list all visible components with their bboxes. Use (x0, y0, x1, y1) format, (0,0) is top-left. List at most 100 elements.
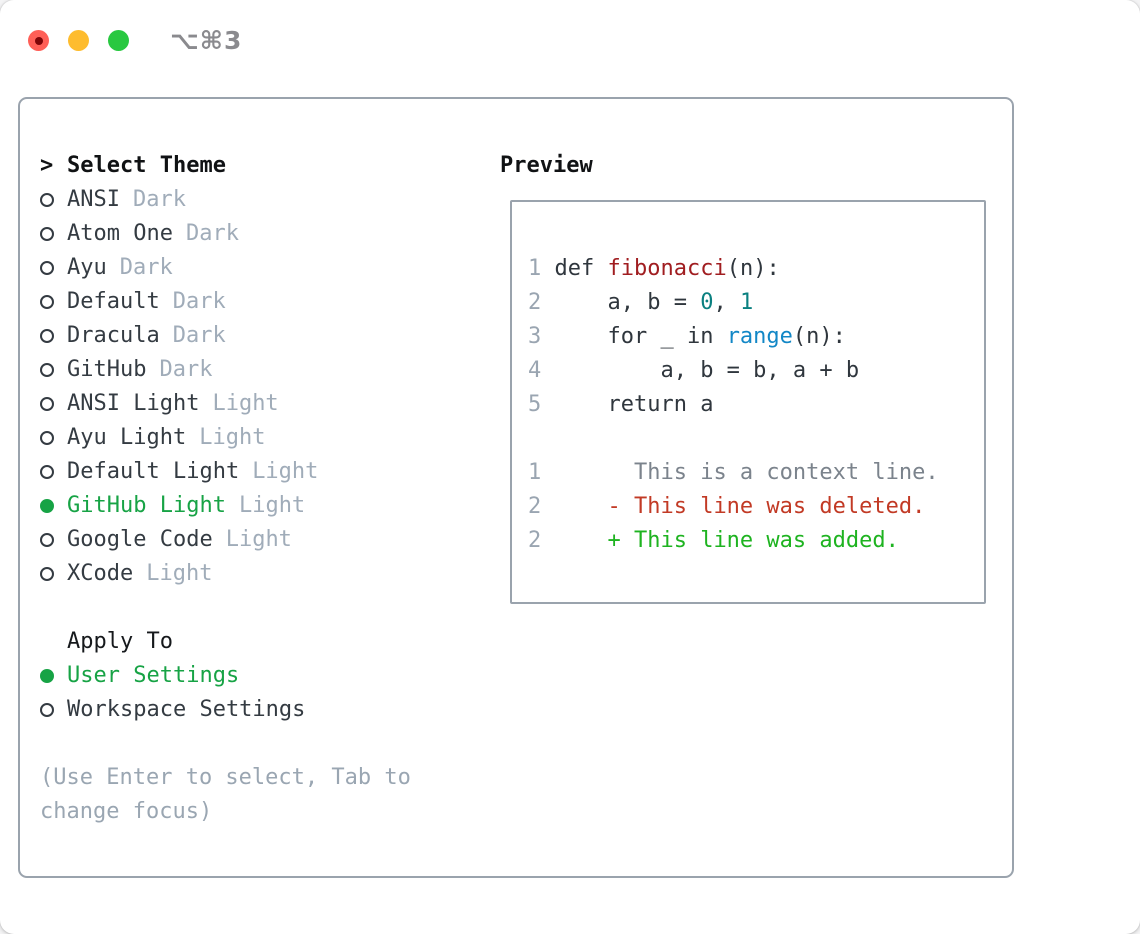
apply-to-header: Apply To (67, 629, 173, 654)
option-label: Ayu Light (67, 425, 187, 450)
radio-unselected-icon (40, 295, 54, 309)
code-token: This is a context line. (554, 460, 939, 485)
code-token: (n): (792, 324, 846, 349)
option-label: User Settings (67, 663, 240, 688)
theme-variant-tag: Light (146, 561, 213, 586)
radio-unselected-icon (40, 329, 54, 343)
option-label: ANSI Light (67, 391, 200, 416)
radio-unselected-icon (40, 567, 54, 581)
blank-line (528, 422, 984, 456)
select-theme-title: Select Theme (67, 153, 226, 178)
code-token: fibonacci (607, 256, 727, 281)
line-number: 3 (528, 324, 555, 349)
theme-option[interactable]: GitHub Light Light (40, 489, 411, 523)
theme-option[interactable]: Dracula Dark (40, 319, 411, 353)
code-token: a, b = (554, 290, 701, 315)
radio-column (40, 261, 67, 275)
radio-unselected-icon (40, 193, 54, 207)
spacer (40, 591, 411, 625)
theme-variant-tag: Light (238, 493, 306, 518)
code-token: , (713, 290, 740, 315)
code-token: + This line was added. (554, 528, 899, 553)
theme-variant-tag: Dark (119, 255, 173, 280)
theme-variant-tag: Dark (185, 221, 239, 246)
line-number: 1 (528, 460, 555, 485)
line-number: 1 (528, 256, 555, 281)
radio-column (40, 703, 67, 717)
option-label: GitHub Light (67, 493, 226, 518)
theme-variant-tag: Dark (172, 323, 226, 348)
radio-column (40, 227, 67, 241)
code-line: 4 a, b = b, a + b (528, 354, 984, 388)
theme-variant-tag: Dark (172, 289, 226, 314)
code-token: a, b = b, a + b (554, 358, 860, 383)
option-label: Google Code (67, 527, 213, 552)
radio-column (40, 363, 67, 377)
titlebar: ⌥⌘3 (28, 26, 242, 55)
radio-unselected-icon (40, 533, 54, 547)
radio-column (40, 193, 67, 207)
minimize-button[interactable] (68, 30, 89, 51)
theme-option[interactable]: GitHub Dark (40, 353, 411, 387)
radio-column (40, 397, 67, 411)
apply-to-option[interactable]: User Settings (40, 659, 411, 693)
option-label: ANSI (67, 187, 120, 212)
code-token: 0 (700, 290, 714, 315)
code-line: 1 def fibonacci(n): (528, 252, 984, 286)
line-number: 2 (528, 494, 555, 519)
radio-column (40, 533, 67, 547)
diff-deleted-line: 2 - This line was deleted. (528, 490, 984, 524)
code-token: - This line was deleted. (554, 494, 926, 519)
spacer (40, 727, 411, 761)
line-number: 2 (528, 528, 555, 553)
option-label: Dracula (67, 323, 160, 348)
diff-context-line: 1 This is a context line. (528, 456, 984, 490)
radio-selected-icon (40, 669, 54, 683)
zoom-button[interactable] (108, 30, 129, 51)
theme-variant-tag: Light (212, 391, 279, 416)
radio-unselected-icon (40, 397, 54, 411)
theme-option[interactable]: XCode Light (40, 557, 411, 591)
code-token: 1 (739, 290, 754, 315)
option-label: Workspace Settings (67, 697, 306, 722)
radio-column (40, 669, 67, 683)
apply-to-option[interactable]: Workspace Settings (40, 693, 411, 727)
theme-option[interactable]: ANSI Light Light (40, 387, 411, 421)
cursor-caret-icon: > (40, 153, 54, 178)
code-token: for _ in (554, 324, 727, 349)
radio-unselected-icon (40, 363, 54, 377)
option-label: XCode (67, 561, 134, 586)
hint-text-line-1: (Use Enter to select, Tab to (40, 765, 411, 790)
radio-column (40, 295, 67, 309)
code-token: def (554, 256, 608, 281)
code-line: 5 return a (528, 388, 984, 422)
select-theme-header: > Select Theme (40, 149, 411, 183)
theme-variant-tag: Light (252, 459, 319, 484)
hint-text-line-2: change focus) (40, 799, 213, 824)
radio-column (40, 329, 67, 343)
radio-unselected-icon (40, 465, 54, 479)
radio-unselected-icon (40, 261, 54, 275)
keyboard-shortcut-label: ⌥⌘3 (170, 26, 243, 55)
theme-variant-tag: Dark (159, 357, 213, 382)
line-number: 2 (528, 290, 555, 315)
close-button[interactable] (28, 30, 49, 51)
theme-variant-tag: Dark (132, 187, 186, 212)
option-label: GitHub (67, 357, 147, 382)
radio-unselected-icon (40, 431, 54, 445)
code-token: range (726, 324, 793, 349)
preview-title: Preview (500, 153, 593, 178)
theme-option[interactable]: ANSI Dark (40, 183, 411, 217)
